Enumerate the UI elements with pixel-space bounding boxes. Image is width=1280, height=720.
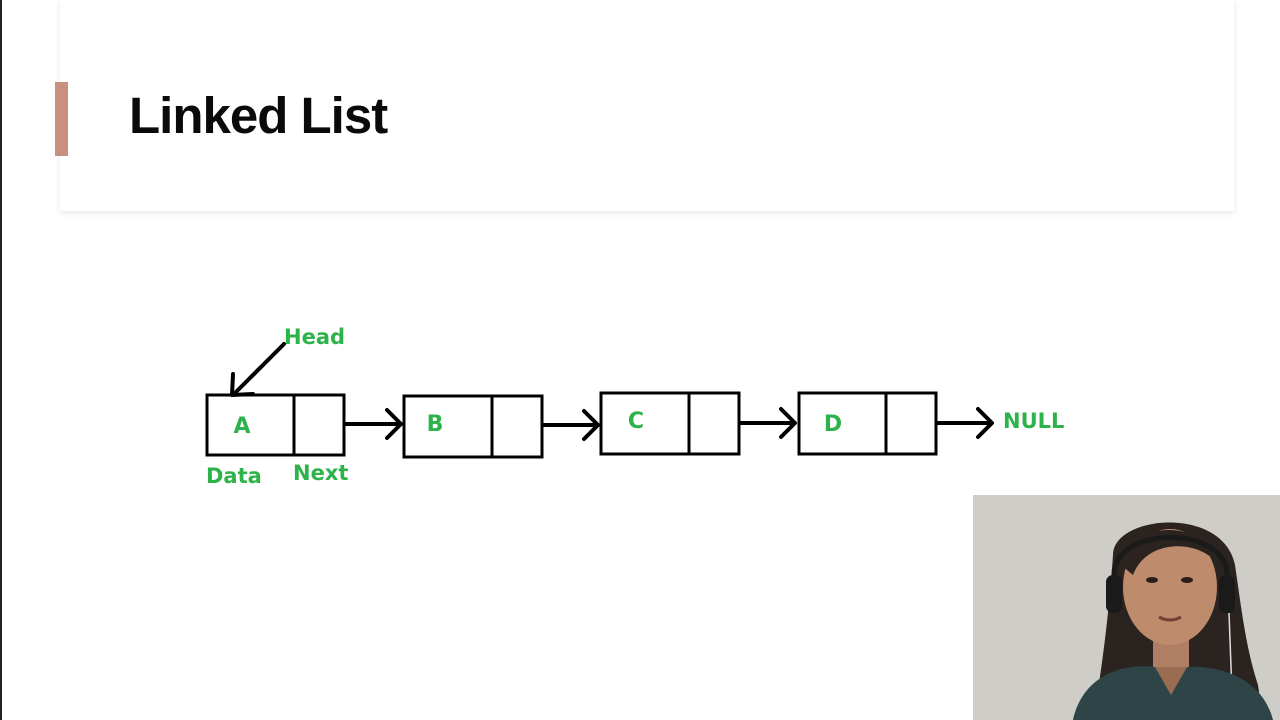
node-a: A [205, 393, 346, 457]
node-c-box [599, 391, 741, 456]
data-label: Data [206, 464, 262, 488]
node-c: C [599, 391, 741, 456]
arrow-a-b-tip [385, 408, 403, 440]
arrow-d-null-tip [976, 407, 994, 439]
node-b-box [402, 394, 544, 459]
node-d: D [797, 391, 938, 456]
next-label: Next [293, 461, 348, 485]
node-a-value: A [233, 414, 250, 439]
arrow-c-d-tip [779, 407, 797, 439]
node-c-value: C [628, 409, 644, 434]
node-d-value: D [824, 412, 842, 437]
null-label: NULL [1003, 409, 1064, 433]
node-a-box [205, 393, 346, 457]
head-label: Head [284, 325, 345, 349]
title-accent-bar [55, 82, 68, 156]
presenter-image [973, 495, 1280, 720]
node-d-box [797, 391, 938, 456]
node-b-value: B [427, 412, 444, 437]
node-b: B [402, 394, 544, 459]
slide-title: Linked List [129, 87, 388, 144]
head-arrow [234, 342, 286, 394]
presenter-webcam [973, 495, 1280, 720]
title-card [60, 0, 1234, 211]
arrow-b-c-tip [582, 409, 600, 441]
